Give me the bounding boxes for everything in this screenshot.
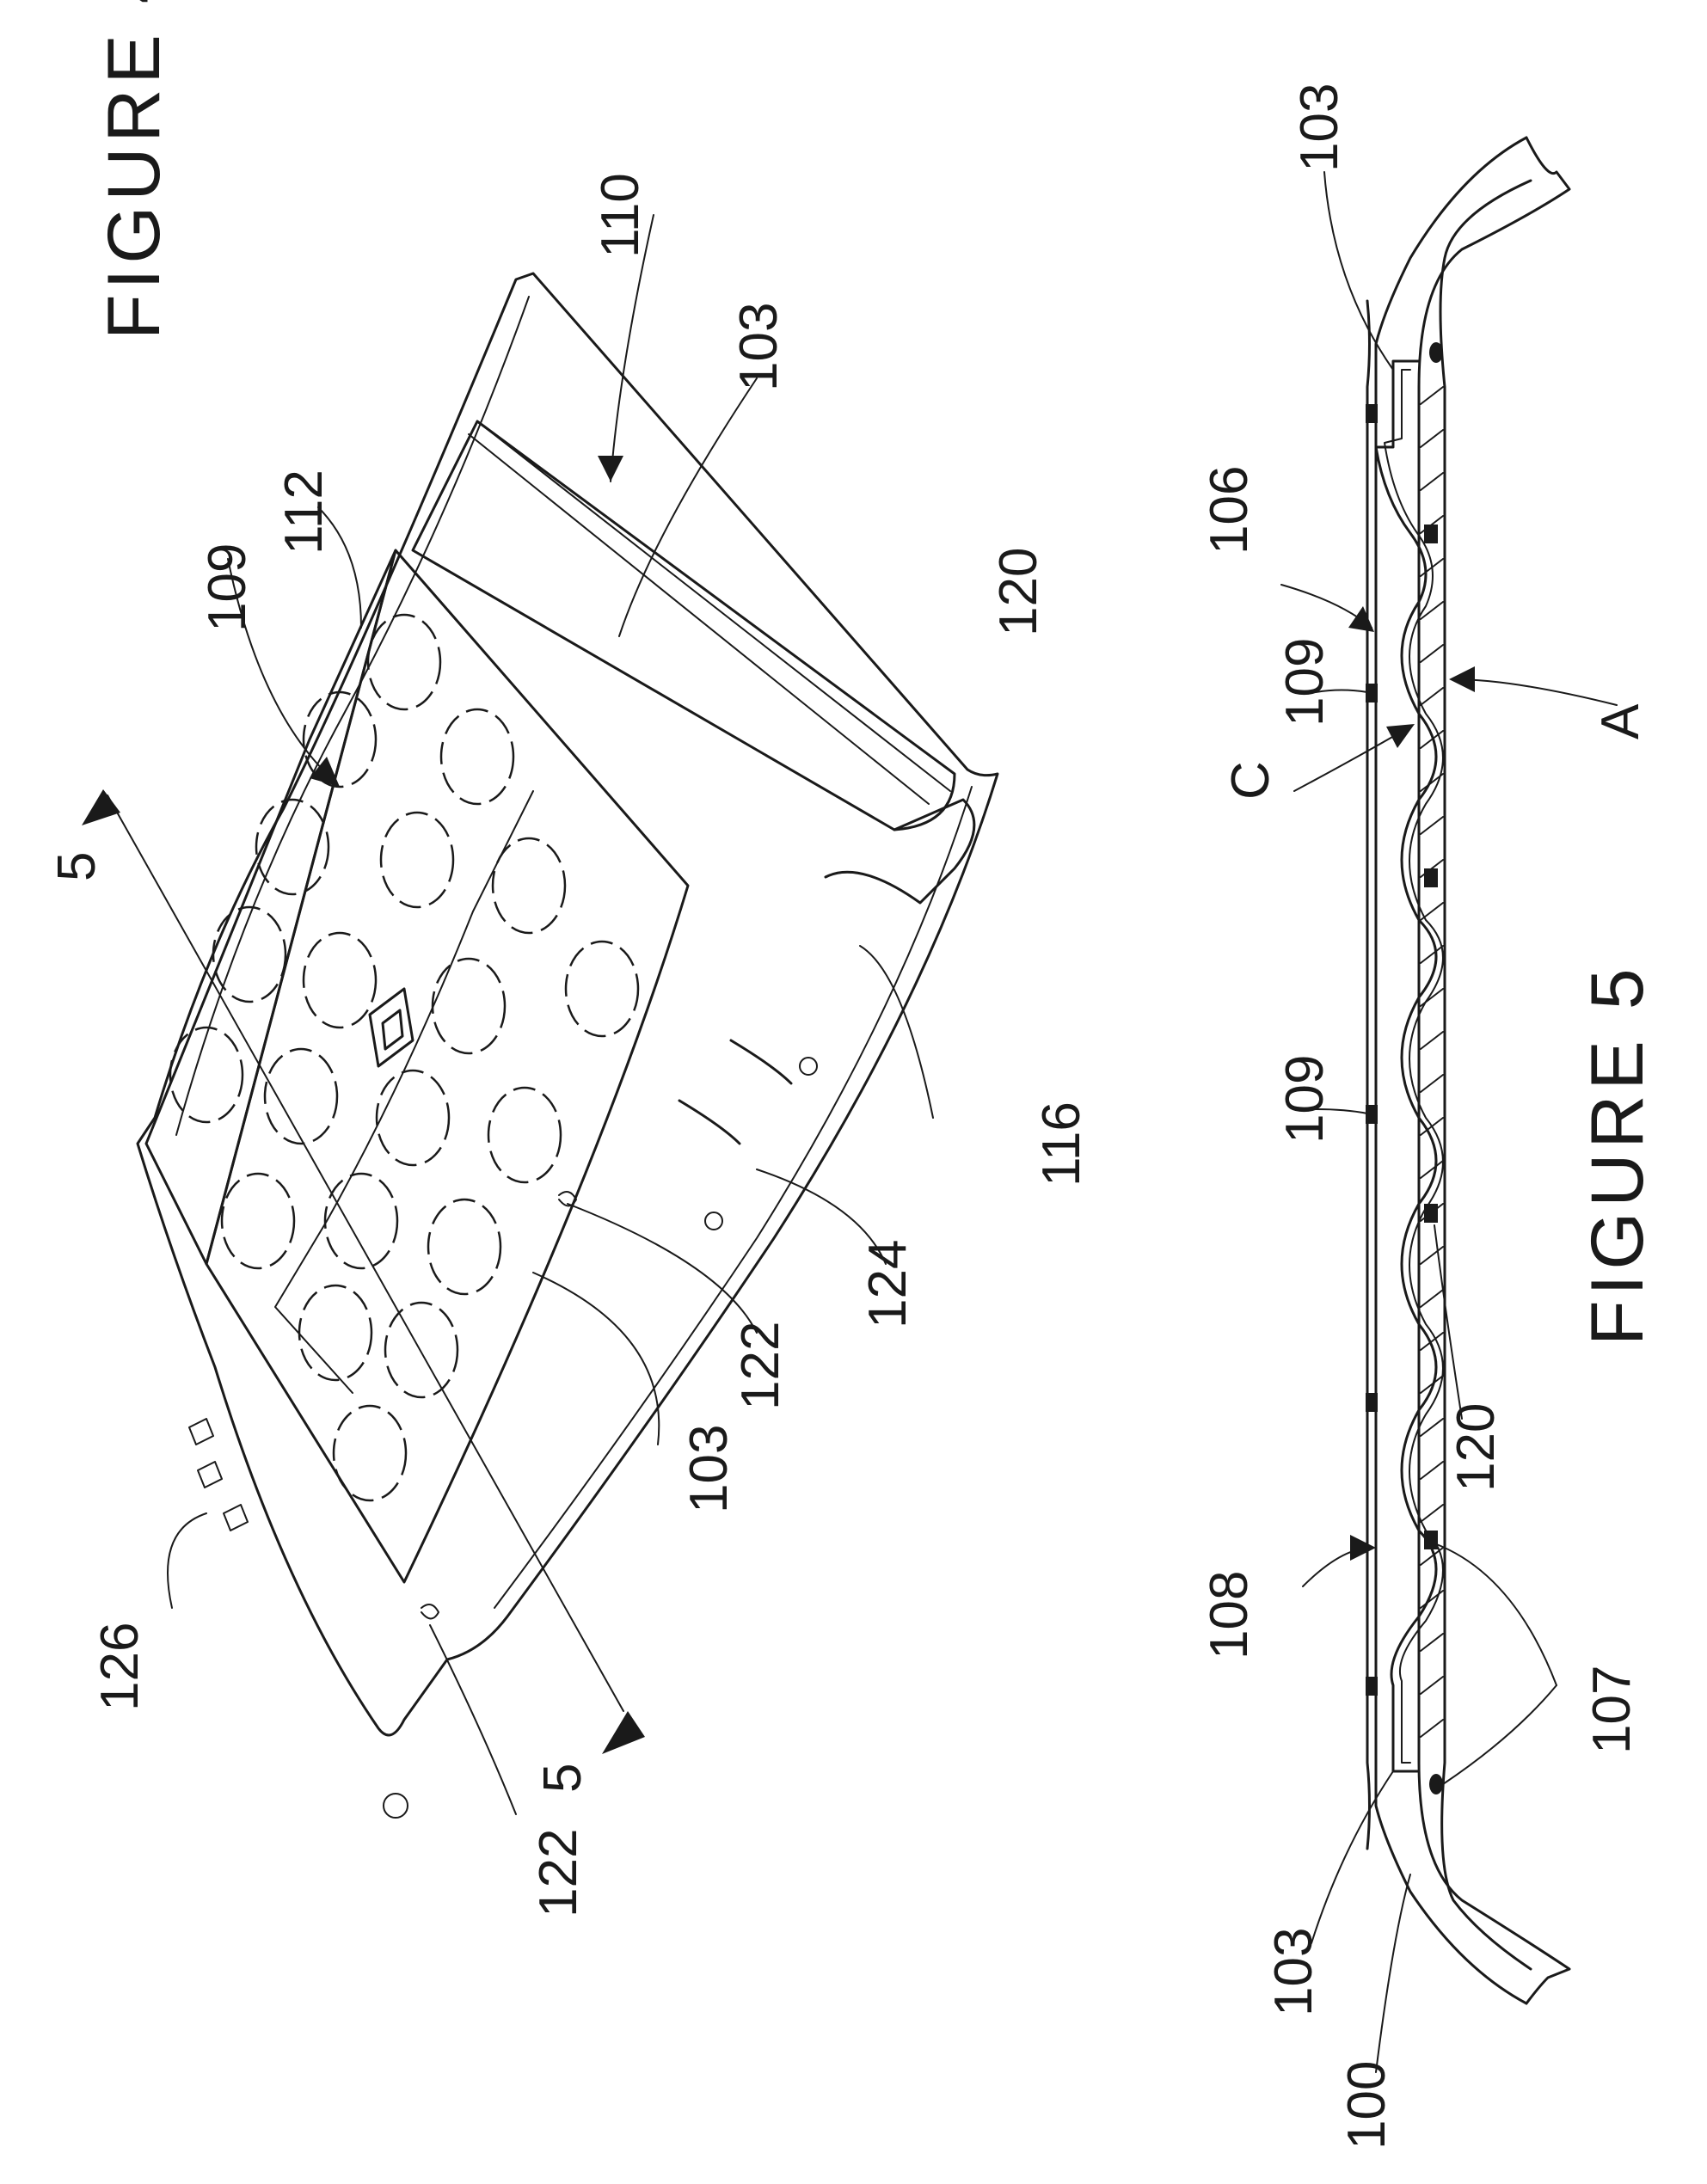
leader-fig5-109-a [1315, 689, 1368, 693]
rear-hole [799, 1057, 818, 1076]
label-fig5-107: 107 [1582, 1666, 1642, 1754]
label-fig5-C: C [1221, 761, 1280, 800]
pad [366, 613, 442, 711]
label-fig5-108: 108 [1200, 1571, 1259, 1659]
panel-cross-rib [274, 790, 534, 1394]
pad [255, 798, 330, 896]
label-109: 109 [198, 543, 257, 632]
pad [379, 811, 455, 909]
dome-light-bracket [368, 987, 414, 1068]
label-120: 120 [989, 548, 1048, 636]
rear-slot [678, 1099, 741, 1145]
label-124: 124 [858, 1240, 918, 1328]
label-126: 126 [90, 1623, 150, 1711]
leader-fig5-107-a [1434, 1543, 1557, 1686]
figure-5-title: FIGURE 5 [1576, 963, 1659, 1346]
leader-110 [610, 214, 654, 482]
cover-sheet-100 [1374, 136, 1528, 2005]
label-fig5-103-bottom: 103 [1264, 1928, 1323, 2016]
rear-slot [729, 1039, 793, 1085]
corrugated-panel [1374, 359, 1438, 1773]
front-trough-lip [468, 420, 951, 805]
figure-4-labels: FIGURE 4 5 5 110 103 112 109 120 116 124… [47, 0, 1091, 1917]
corrugated-panel-inner [1384, 369, 1444, 1764]
leader-fig5-103-bottom [1311, 1770, 1394, 1944]
label-122-a: 122 [731, 1322, 790, 1410]
leader-126 [167, 1512, 207, 1609]
leader-112 [317, 506, 362, 629]
label-fig5-100: 100 [1337, 2061, 1397, 2150]
substrate-outer [1417, 136, 1571, 2005]
pad [487, 1086, 562, 1184]
adhesive-dots [1366, 342, 1443, 1794]
front-panel-sheet [144, 549, 397, 1266]
leader-109 [227, 558, 328, 775]
label-fig5-120: 120 [1446, 1403, 1506, 1492]
label-116: 116 [1032, 1101, 1091, 1187]
pad [431, 957, 507, 1055]
leader-124 [756, 1169, 887, 1265]
pad [439, 708, 515, 806]
pad [298, 1284, 373, 1382]
leader-122-b [429, 1624, 517, 1815]
rear-panel-sheet [205, 549, 690, 1584]
front-trough-wall [411, 420, 956, 831]
label-5-bottom: 5 [533, 1764, 593, 1793]
clip [421, 1604, 439, 1620]
label-103-top: 103 [729, 303, 789, 391]
pad [375, 1069, 451, 1167]
rail-tab [223, 1504, 249, 1531]
pad [564, 940, 640, 1038]
pad [384, 1301, 459, 1399]
pad [220, 1172, 296, 1270]
label-5-top: 5 [47, 852, 107, 881]
pad [332, 1404, 408, 1502]
pad [323, 1172, 399, 1270]
rear-hole [383, 1793, 408, 1819]
label-fig5-A: A [1591, 703, 1650, 739]
leader-fig5-120 [1434, 1224, 1463, 1420]
figure-4-title: FIGURE 4 [93, 0, 175, 340]
pad [491, 837, 567, 935]
leader-fig5-109-b [1315, 1108, 1368, 1114]
label-fig5-106: 106 [1200, 466, 1259, 555]
rail-tab [197, 1461, 223, 1488]
substrate-inner [1439, 179, 1532, 1971]
leader-fig5-100 [1375, 1874, 1411, 2073]
clip [558, 1191, 577, 1207]
rail-tab [188, 1418, 214, 1445]
pad [263, 1047, 339, 1145]
figure-5-drawing [1280, 136, 1618, 2073]
pad [212, 905, 287, 1003]
label-122-b: 122 [529, 1829, 588, 1917]
section-line-5-5 [107, 794, 624, 1712]
figure-4-drawing [82, 214, 999, 1819]
leader-fig5-107-b [1442, 1684, 1557, 1785]
rear-hole [704, 1212, 723, 1230]
pad-array [169, 613, 640, 1502]
section-arrow-top [82, 789, 120, 825]
label-110: 110 [591, 173, 650, 258]
leader-103-top [618, 377, 758, 637]
label-fig5-109-b: 109 [1275, 1055, 1335, 1144]
front-rim-edge [494, 786, 973, 1609]
label-fig5-109-a: 109 [1275, 638, 1335, 727]
pad [427, 1198, 502, 1296]
section-arrow-bottom [602, 1711, 645, 1754]
leader-116 [859, 945, 934, 1119]
label-103-mid: 103 [679, 1425, 739, 1513]
leader-fig5-103-top [1323, 171, 1394, 371]
pad [302, 931, 378, 1029]
label-112: 112 [274, 469, 334, 555]
pad [169, 1026, 244, 1124]
label-fig5-103-top: 103 [1290, 83, 1349, 172]
front-box-channel [824, 798, 976, 905]
leader-103-mid [532, 1272, 660, 1445]
cover-sheet-inner [1366, 299, 1371, 1850]
figure-5-labels: FIGURE 5 103 106 109 C A 109 120 108 107… [1200, 83, 1659, 2150]
leader-122-a [567, 1203, 758, 1334]
leader-fig5-A [1452, 678, 1618, 706]
